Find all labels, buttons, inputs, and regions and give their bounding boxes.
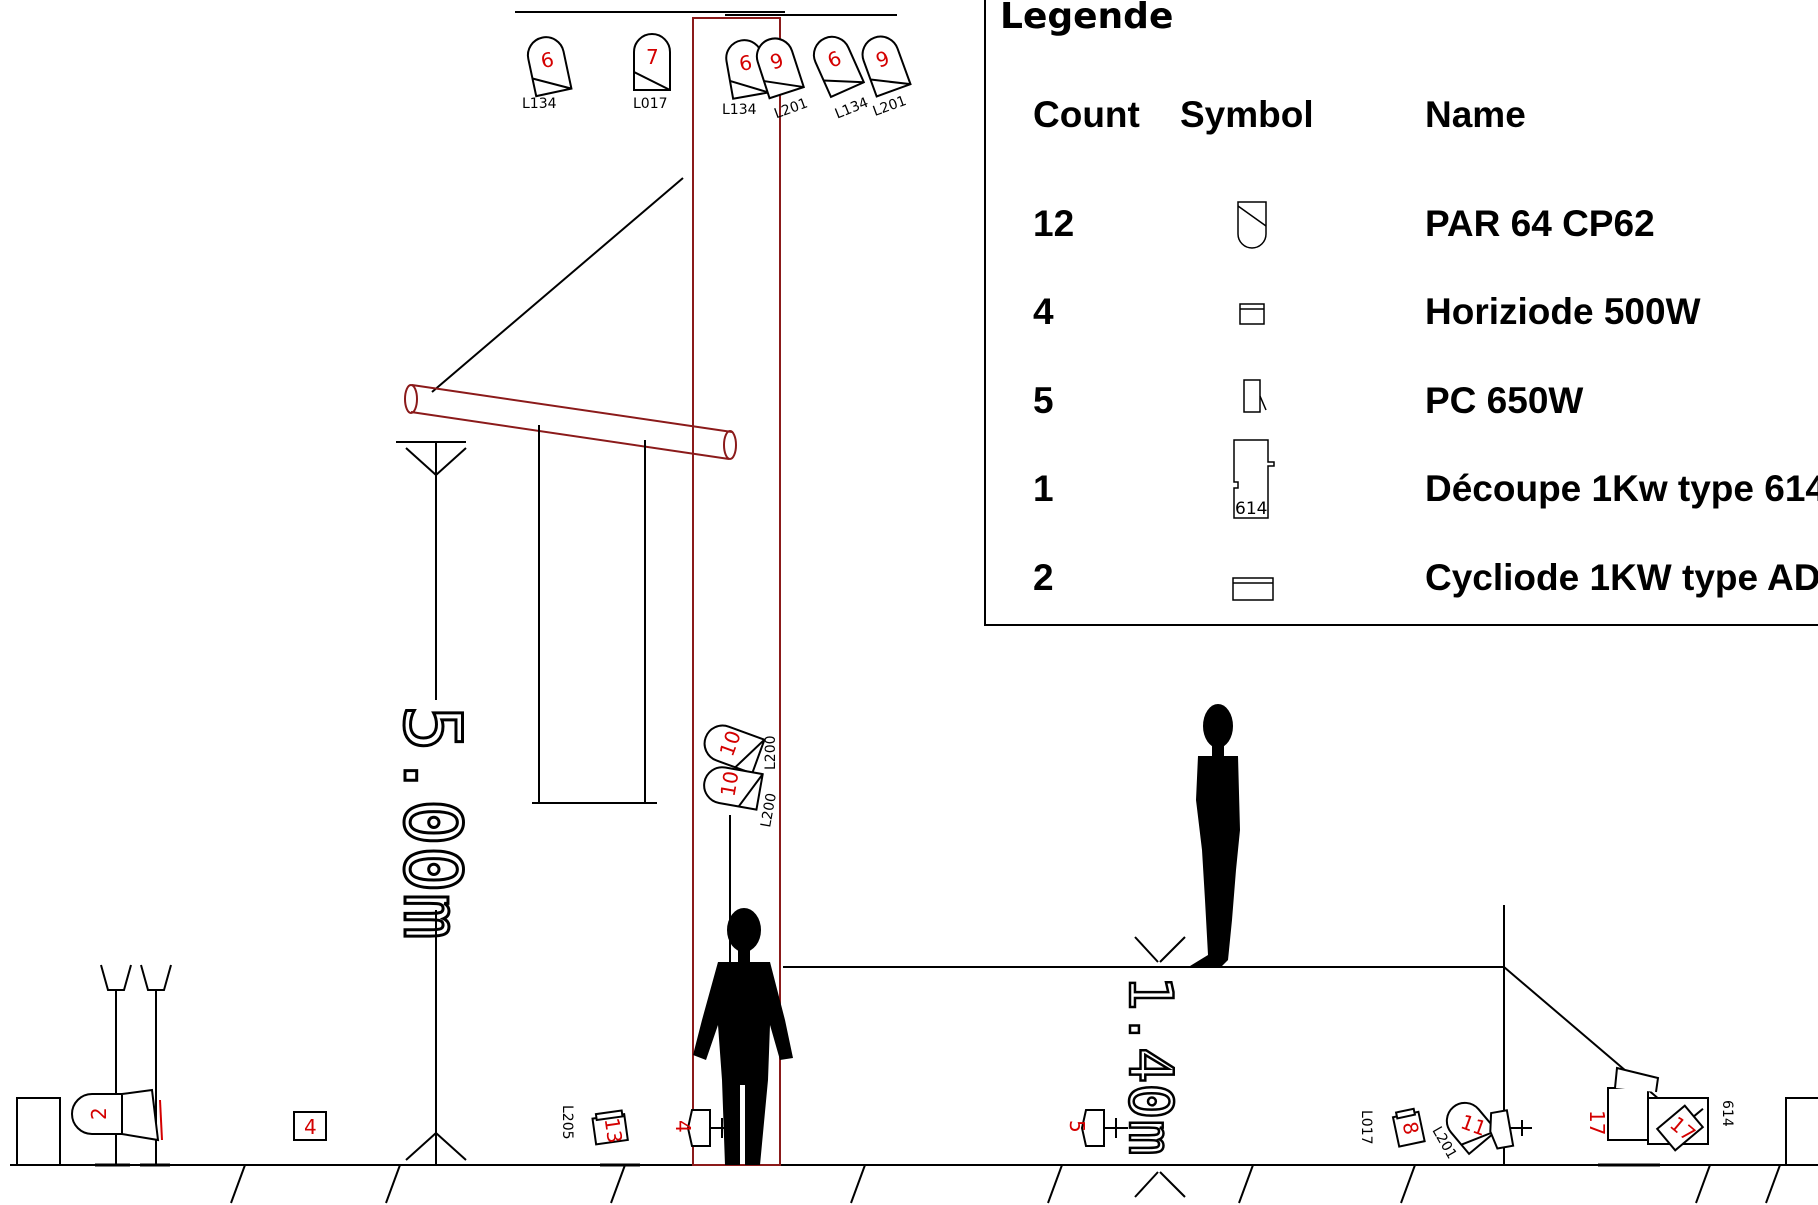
floor-fixture-8-gel: L017 (1358, 1110, 1374, 1145)
top-fixture-4: 9 (755, 37, 806, 100)
legend-row-name: Horiziode 500W (1425, 291, 1701, 332)
support-cable (431, 177, 684, 393)
top-fixture-4-gel: L201 (772, 95, 810, 122)
horiziode-icon (1239, 303, 1265, 325)
floor-fixture-4-horiziode: 4 (293, 1111, 327, 1166)
floor-fixture-17-decoupe-label: 614 (1719, 1100, 1735, 1127)
tower-fixture-1-gel: L200 (763, 735, 779, 770)
legend-row-name: PAR 64 CP62 (1425, 203, 1655, 244)
svg-text:6: 6 (539, 47, 556, 73)
top-fixture-5: 6 (812, 35, 866, 99)
floor-fixture-2-marker (159, 1099, 163, 1141)
legend-row-name: Découpe 1Kw type 614 (1425, 468, 1818, 509)
legend-row-count: 4 (1033, 291, 1054, 332)
floor-fixture-5-pc (1080, 1109, 1128, 1166)
svg-text:10: 10 (715, 769, 743, 798)
dimension-1-40m (1105, 936, 1195, 1198)
top-fixture-1: 6 (526, 36, 573, 98)
floor-fixture-8: 8 (1391, 1107, 1426, 1148)
legend-frame (984, 0, 1818, 626)
top-fixture-6: 9 (861, 35, 912, 98)
top-fixture-1-gel: L134 (522, 96, 557, 112)
cycliode-icon (1232, 577, 1274, 601)
legend-header-symbol: Symbol (1180, 94, 1314, 135)
dimension-5m-label: 5.00m (386, 705, 476, 940)
floor-fixture-4-pc (686, 1109, 734, 1147)
legend-row-count: 5 (1033, 380, 1054, 421)
decoupe-icon: 614 (1233, 439, 1275, 519)
legend-header-name: Name (1425, 94, 1526, 135)
legend-row-count: 2 (1033, 557, 1054, 598)
dimension-1-40m-label: 1.40m (1115, 975, 1185, 1156)
par64-icon (1237, 201, 1267, 249)
pc-icon (1243, 379, 1267, 413)
dimension-5m (396, 441, 467, 1166)
svg-text:7: 7 (646, 45, 659, 69)
svg-text:614: 614 (1235, 499, 1267, 519)
top-fixture-2: 7 (633, 33, 671, 91)
tower-fixture-1: 10 (703, 724, 766, 775)
floor-fixture-17-decoupe: 17 (1655, 1104, 1705, 1152)
legend: Legende Count Symbol Name 12 PAR 64 CP62… (984, 0, 1818, 626)
legend-row-name: PC 650W (1425, 380, 1583, 421)
legend-row-count: 12 (1033, 203, 1074, 244)
tower-fixture-2-gel: L200 (758, 792, 780, 829)
floor-hatching (230, 1164, 1786, 1204)
floor-fixture-4-pc-num: 4 (671, 1120, 695, 1133)
drape-frame (532, 425, 657, 804)
legend-row-name: Cycliode 1KW type ADB (1425, 557, 1818, 598)
top-fixture-2-gel: L017 (633, 96, 668, 112)
floor-fixture-11: 11 (1445, 1101, 1499, 1156)
human-figure-center (693, 908, 793, 1165)
svg-text:13: 13 (600, 1116, 627, 1145)
floor-fixture-17-num: 17 (1585, 1110, 1609, 1135)
floor-fixture-13: 13 (591, 1109, 629, 1146)
human-figure-platform (1190, 704, 1240, 966)
svg-text:8: 8 (1398, 1119, 1424, 1136)
svg-text:2: 2 (87, 1107, 111, 1120)
tower-fixture-2: 10 (703, 766, 764, 811)
legend-title: Legende (1000, 0, 1173, 37)
floor-fixture-pc-right (1484, 1109, 1532, 1166)
top-fixture-3-gel: L134 (722, 102, 757, 118)
floor-fixture-13-gel: L205 (559, 1105, 575, 1140)
svg-text:4: 4 (304, 1115, 317, 1139)
inclined-pipe (404, 384, 737, 460)
speaker-right (1785, 1097, 1818, 1166)
svg-text:6: 6 (737, 50, 754, 76)
top-fixture-5-gel: L134 (833, 95, 871, 123)
legend-header-count: Count (1033, 94, 1140, 135)
floor-fixture-5-pc-num: 5 (1065, 1120, 1089, 1133)
floor-fixture-2: 2 (71, 1088, 160, 1142)
legend-row-count: 1 (1033, 468, 1054, 509)
